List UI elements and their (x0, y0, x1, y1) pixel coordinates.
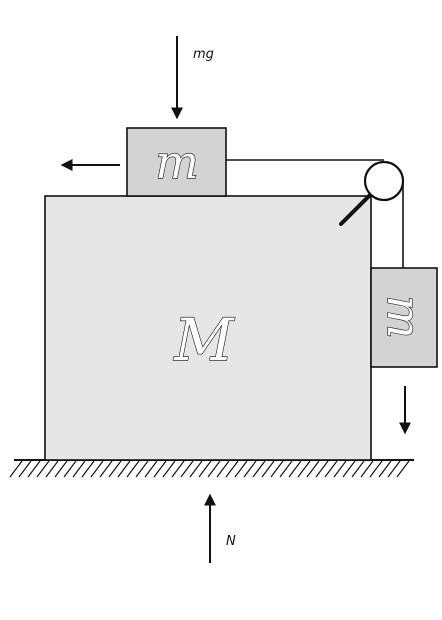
top-block (126, 127, 227, 197)
hatch-mark (108, 460, 122, 478)
hatch-mark (225, 460, 239, 478)
hatch-mark (135, 460, 149, 478)
hatch-mark (27, 460, 41, 478)
hatch-mark (171, 460, 185, 478)
hatch-mark (45, 460, 59, 478)
hatch-mark (261, 460, 275, 478)
normal-force-label: N (226, 534, 236, 549)
hatch-mark (387, 460, 401, 478)
hatch-mark (252, 460, 266, 478)
hatch-mark (270, 460, 284, 478)
ground (9, 459, 414, 478)
hatch-mark (216, 460, 230, 478)
hatch-mark (324, 460, 338, 478)
hatch-mark (333, 460, 347, 478)
top-block-label: m (155, 135, 199, 189)
pulley (339, 160, 405, 226)
side-block-label: m (377, 295, 431, 339)
hatch-mark (198, 460, 212, 478)
hatch-mark (189, 460, 203, 478)
hatch-mark (342, 460, 356, 478)
hatch-mark (117, 460, 131, 478)
hatch-mark (360, 460, 374, 478)
hatch-mark (297, 460, 311, 478)
hatch-mark (36, 460, 50, 478)
hatch-mark (351, 460, 365, 478)
hatch-mark (315, 460, 329, 478)
hatch-mark (234, 460, 248, 478)
hatch-mark (72, 460, 86, 478)
hatch-mark (90, 460, 104, 478)
hatch-mark (207, 460, 221, 478)
side-block (370, 267, 438, 368)
ground-hatching (9, 460, 410, 478)
hatch-mark (9, 460, 23, 478)
hatch-mark (306, 460, 320, 478)
hatch-mark (396, 460, 410, 478)
big-block-label: M (173, 306, 235, 374)
hatch-mark (99, 460, 113, 478)
big-block (44, 195, 372, 461)
hatch-mark (54, 460, 68, 478)
hatch-mark (369, 460, 383, 478)
pulley-wheel (363, 160, 405, 202)
hatch-mark (279, 460, 293, 478)
hatch-mark (153, 460, 167, 478)
gravity-label: mg (193, 47, 214, 62)
hatch-mark (180, 460, 194, 478)
hatch-mark (378, 460, 392, 478)
hatch-mark (243, 460, 257, 478)
hatch-mark (81, 460, 95, 478)
hatch-mark (126, 460, 140, 478)
hatch-mark (144, 460, 158, 478)
hatch-mark (288, 460, 302, 478)
hatch-mark (63, 460, 77, 478)
hatch-mark (18, 460, 32, 478)
hatch-mark (162, 460, 176, 478)
